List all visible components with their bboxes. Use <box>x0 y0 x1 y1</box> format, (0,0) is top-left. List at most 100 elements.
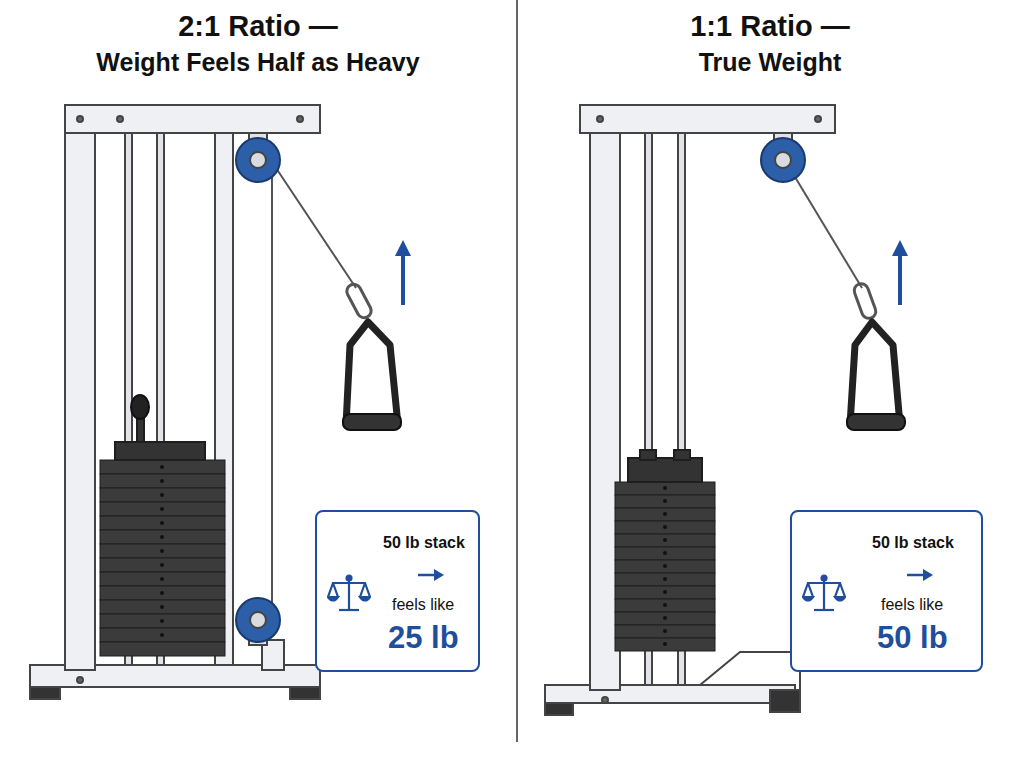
machine-part <box>100 586 225 600</box>
machine-part <box>761 138 805 182</box>
machine-part <box>343 414 401 430</box>
machine-part <box>663 486 667 490</box>
machine-part <box>100 558 225 572</box>
machine-part <box>401 248 405 305</box>
machine-part <box>160 493 164 497</box>
machine-part <box>792 172 862 288</box>
machine-part <box>615 573 715 586</box>
machine-part <box>663 512 667 516</box>
machine-part <box>290 687 320 699</box>
machine-part <box>615 612 715 625</box>
machine-part <box>775 152 791 168</box>
value-text: 25 lb <box>388 620 459 656</box>
arrow-icon <box>907 574 925 577</box>
machine-part <box>100 572 225 586</box>
machine-part <box>545 685 795 703</box>
machine-part <box>115 442 205 460</box>
machine-part <box>100 474 225 488</box>
machine-part <box>615 599 715 612</box>
machine-part <box>117 116 123 122</box>
machine-part <box>160 577 164 581</box>
machine-part <box>30 687 60 699</box>
machine-part <box>77 677 83 683</box>
arrow-icon <box>905 568 935 582</box>
machine-part <box>236 598 280 642</box>
machine-part <box>271 165 273 615</box>
machine-part <box>674 450 690 460</box>
machine-part <box>160 465 164 637</box>
machine-part <box>847 414 905 430</box>
machine-part <box>663 486 667 646</box>
machine-part <box>852 282 877 321</box>
icon-part <box>822 576 827 581</box>
machine-part <box>663 590 667 594</box>
machine-part <box>160 633 164 637</box>
arrow-icon <box>416 568 446 582</box>
machine-part <box>602 697 608 703</box>
machine-part <box>131 395 149 419</box>
machine-part <box>100 488 225 502</box>
machine-part <box>815 116 821 122</box>
icon-part <box>328 583 370 597</box>
machine-part <box>615 534 715 547</box>
heading-label: Weight Feels Half as Heavy <box>96 48 419 77</box>
machine-part <box>615 495 715 508</box>
machine-part <box>663 538 667 542</box>
machine-part <box>663 616 667 620</box>
machine-part <box>100 460 225 474</box>
scale-icon <box>803 576 845 611</box>
machine-part <box>100 642 225 656</box>
machine-part <box>100 516 225 530</box>
arrow-icon <box>418 574 436 577</box>
icon-part <box>332 582 366 584</box>
icon-part <box>803 583 845 597</box>
info-text: 50 lb stack <box>383 534 465 552</box>
icon-part <box>807 582 841 584</box>
machine-part <box>628 458 702 482</box>
machine-part <box>663 564 667 568</box>
machine-part <box>615 560 715 573</box>
machine-part <box>250 612 266 628</box>
icon-part <box>328 597 370 601</box>
machine-part <box>160 619 164 623</box>
machine-part <box>615 625 715 638</box>
machine-part <box>615 638 715 651</box>
machine-part <box>663 551 667 555</box>
heading-label: 1:1 Ratio — <box>690 10 850 43</box>
machine-part <box>663 499 667 503</box>
machine-part <box>663 577 667 581</box>
machine-part <box>160 479 164 483</box>
arrow-icon <box>434 569 444 581</box>
icon-part <box>803 597 845 601</box>
machine-part <box>100 460 225 656</box>
machine-part <box>898 248 902 305</box>
machine-part <box>160 535 164 539</box>
info-text: 50 lb stack <box>872 534 954 552</box>
info-text: feels like <box>881 596 943 614</box>
machine-part <box>160 549 164 553</box>
machine-part <box>160 563 164 567</box>
icon-part <box>814 609 834 611</box>
machine-part <box>160 591 164 595</box>
machine-part <box>77 116 83 122</box>
machine-part <box>615 547 715 560</box>
machine-part <box>615 586 715 599</box>
machine-part <box>236 138 280 182</box>
scale-icon <box>327 570 371 614</box>
machine-part <box>100 614 225 628</box>
machine-part <box>160 605 164 609</box>
divider-line <box>516 0 518 742</box>
scale-icon <box>328 576 370 611</box>
machine-part <box>100 628 225 642</box>
scale-icon <box>802 570 846 614</box>
heading-label: 2:1 Ratio — <box>178 10 338 43</box>
info-box: 50 lb stackfeels like25 lb <box>315 510 480 672</box>
machine-part <box>615 482 715 651</box>
heading-label: True Weight <box>699 48 842 77</box>
machine-part <box>160 507 164 511</box>
left-machine <box>30 105 403 699</box>
machine-part <box>65 105 320 133</box>
machine-part <box>346 322 398 425</box>
machine-part <box>663 629 667 633</box>
